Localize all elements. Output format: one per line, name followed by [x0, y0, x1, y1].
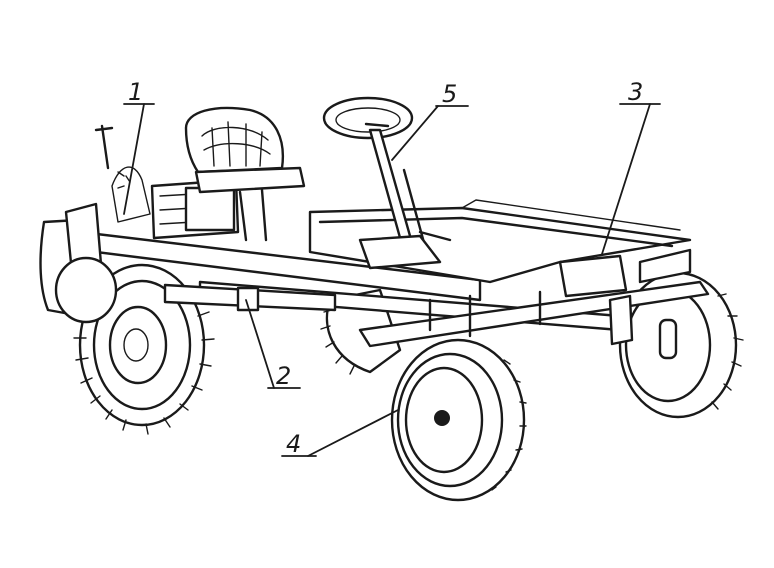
steering-assembly [322, 96, 452, 270]
callout-1: 1 [128, 78, 143, 106]
callout-2: 2 [276, 362, 291, 390]
callout-5: 5 [442, 80, 457, 108]
callout-labels: 1 2 3 4 5 [128, 78, 643, 458]
callout-4: 4 [286, 430, 301, 458]
callout-3: 3 [628, 78, 643, 106]
front-left-wheel [390, 338, 527, 502]
driver-seat [184, 106, 306, 242]
leader-lines [123, 103, 661, 457]
engine-block [39, 124, 240, 324]
tractor-chassis-drawing-icon: 1 2 3 4 5 [39, 78, 744, 502]
